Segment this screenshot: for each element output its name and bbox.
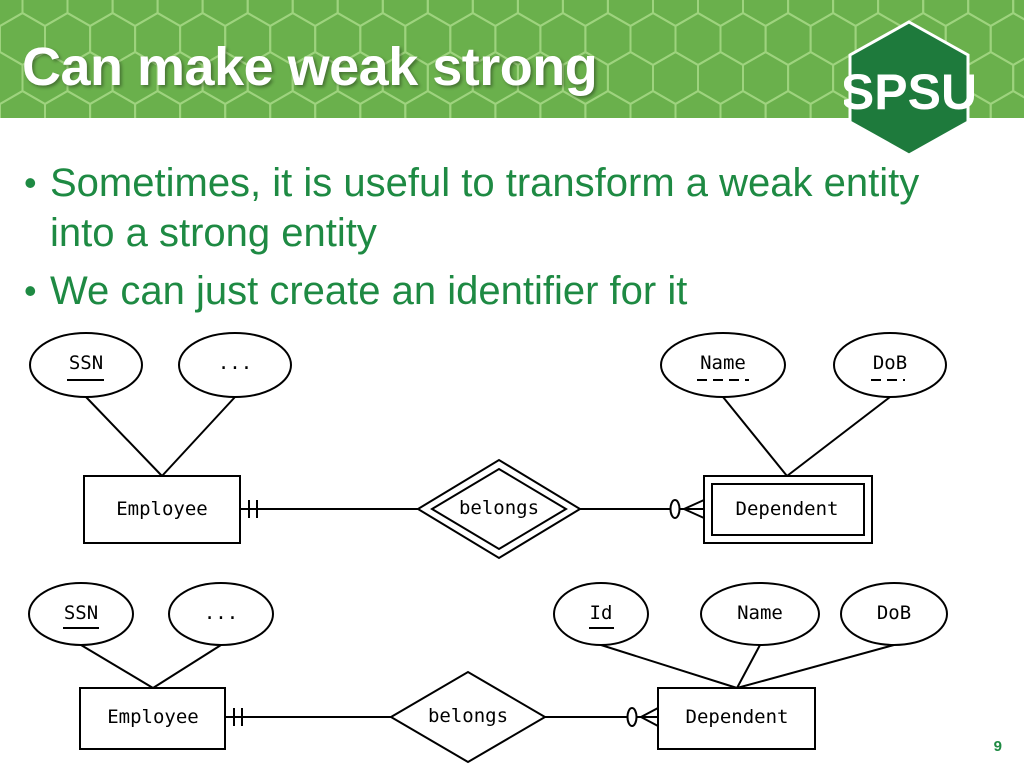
cardinality-mark: [626, 707, 638, 727]
bullet-text: We can just create an identifier for it: [50, 269, 688, 313]
hexagon-cell: [314, 89, 362, 118]
logo-text: SPSU: [844, 64, 974, 120]
hexagon-cell: [764, 89, 812, 118]
er-diagram-weak-labels: SSN ... Name DoB Employee belongs Depend…: [69, 352, 907, 520]
hexagon-cell: [719, 89, 767, 118]
connector-line: [161, 396, 236, 477]
connector-line: [80, 644, 154, 689]
hexagon-cell: [404, 89, 452, 118]
relationship-belongs: [389, 670, 547, 764]
er-diagram-strong-labels: SSN ... Id Name DoB Employee belongs Dep…: [64, 602, 911, 728]
entity-employee: [83, 475, 241, 544]
attribute-dob: [840, 582, 948, 646]
hexagon-cell: [359, 89, 407, 118]
cardinality-mark: [683, 508, 705, 519]
connector-line: [736, 644, 761, 689]
attr-label-id: Id: [590, 602, 613, 624]
weak-entity-dependent: [703, 475, 873, 544]
attr-label-more: ...: [204, 602, 238, 624]
er-diagram-weak: [29, 332, 947, 560]
hexagon-cell: [674, 89, 722, 118]
hexagon-cell: [269, 89, 317, 118]
attribute-dob: [833, 332, 947, 398]
bullet-item: • We can just create an identifier for i…: [24, 266, 924, 316]
bullet-item: • Sometimes, it is useful to transform a…: [24, 158, 924, 258]
hexagon-cell: [134, 89, 182, 118]
relationship-label-belongs: belongs: [428, 705, 508, 727]
weak-entity-inner-border: [711, 483, 865, 536]
attr-label-more: ...: [218, 352, 252, 374]
hexagon-cell: [449, 89, 497, 118]
cardinality-mark: [669, 499, 681, 519]
connector-line: [85, 396, 163, 477]
connector-line: [722, 396, 788, 477]
connector-line: [736, 644, 895, 689]
attribute-name: [660, 332, 786, 398]
relationship-label-belongs: belongs: [459, 497, 539, 519]
slide-title: Can make weak strong: [22, 37, 598, 97]
connector-line: [786, 396, 891, 477]
hexagon-cell: [44, 89, 92, 118]
entity-label-employee: Employee: [107, 706, 199, 728]
spsu-logo: SPSU: [844, 20, 974, 157]
entity-label-dependent: Dependent: [736, 498, 839, 520]
identifying-relationship: [416, 458, 582, 560]
attr-label-name: Name: [700, 352, 746, 374]
hexagon-cell: [989, 89, 1024, 118]
hexagon-cell: [89, 89, 137, 118]
attribute-more: [178, 332, 292, 398]
bullet-dot-icon: •: [24, 162, 37, 203]
hexagon-cell: [809, 89, 857, 118]
attr-label-dob: DoB: [877, 602, 911, 624]
attribute-ssn: [28, 582, 134, 646]
cardinality-mark: [640, 707, 659, 718]
hexagon-cell: [0, 89, 46, 118]
identifying-relationship-inner: [430, 467, 568, 551]
entity-dependent: [657, 687, 816, 750]
attribute-name: [700, 582, 820, 646]
hexagon-cell: [584, 89, 632, 118]
bullet-dot-icon: •: [24, 270, 37, 311]
attribute-id: [553, 582, 649, 646]
page-number: 9: [993, 738, 1002, 755]
connector-line: [600, 644, 738, 689]
cardinality-mark: [683, 499, 705, 510]
bullet-list: • Sometimes, it is useful to transform a…: [24, 158, 924, 324]
hexagon-cell: [224, 89, 272, 118]
hexagon-cell: [539, 89, 587, 118]
attribute-ssn: [29, 332, 143, 398]
hexagon-cell: [494, 89, 542, 118]
hexagon-cell: [179, 89, 227, 118]
hexagon-cell: [629, 89, 677, 118]
cardinality-mark: [640, 716, 659, 727]
entity-employee: [79, 687, 226, 750]
attr-label-ssn: SSN: [69, 352, 103, 374]
attr-label-ssn: SSN: [64, 602, 98, 624]
er-diagram-strong: [28, 582, 948, 764]
bullet-text: Sometimes, it is useful to transform a w…: [50, 161, 920, 255]
connector-line: [152, 644, 222, 689]
attr-label-dob: DoB: [873, 352, 907, 374]
entity-label-employee: Employee: [116, 498, 208, 520]
entity-label-dependent: Dependent: [686, 706, 789, 728]
attr-label-name: Name: [737, 602, 783, 624]
attribute-more: [168, 582, 274, 646]
